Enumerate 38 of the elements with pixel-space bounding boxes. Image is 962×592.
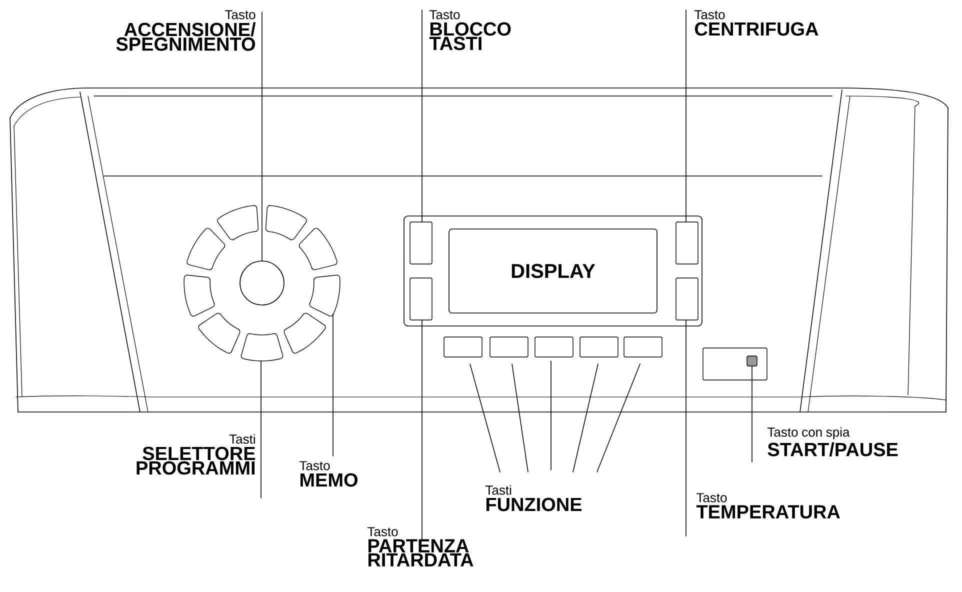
leader-line <box>260 360 262 498</box>
ring-button <box>186 228 226 270</box>
callout-label: Tasto BLOCCO TASTI <box>429 10 511 50</box>
ring-button <box>240 333 284 362</box>
button <box>580 336 618 358</box>
button <box>624 336 662 358</box>
button <box>676 278 698 320</box>
callout-label: Tasti FUNZIONE <box>486 485 582 512</box>
button <box>410 222 432 264</box>
button <box>444 336 482 358</box>
leader-line <box>470 364 500 472</box>
ring-button <box>298 228 338 270</box>
callout-label: Tasto MEMO <box>300 461 358 487</box>
leader-line <box>512 364 528 472</box>
indicator-lamp <box>746 356 758 366</box>
button <box>410 278 432 320</box>
button <box>534 336 574 358</box>
leader-line <box>596 364 640 472</box>
leader-line <box>332 314 334 456</box>
ring-button <box>198 312 240 354</box>
ring-button <box>284 312 326 354</box>
round-button <box>240 260 284 306</box>
callout-label: Tasto CENTRIFUGA <box>694 10 818 36</box>
ring-button <box>309 274 340 317</box>
leader-line <box>550 360 552 470</box>
callout-label: Tasto PARTENZA RITARDATA <box>368 527 474 566</box>
ring-button <box>184 274 215 317</box>
callout-label: Tasto ACCENSIONE/ SPEGNIMENTO <box>116 10 256 51</box>
callout-label: Tasti SELETTORE PROGRAMMI <box>136 434 256 475</box>
callout-label: Tasto TEMPERATURA <box>696 493 840 519</box>
callout-label: Tasto con spia START/PAUSE <box>768 427 898 456</box>
display-screen: DISPLAY <box>448 228 658 314</box>
ring-button <box>217 205 259 240</box>
button <box>702 348 768 380</box>
ring-button <box>265 205 307 240</box>
button <box>676 222 698 264</box>
button <box>490 336 528 358</box>
leader-line <box>572 364 598 472</box>
